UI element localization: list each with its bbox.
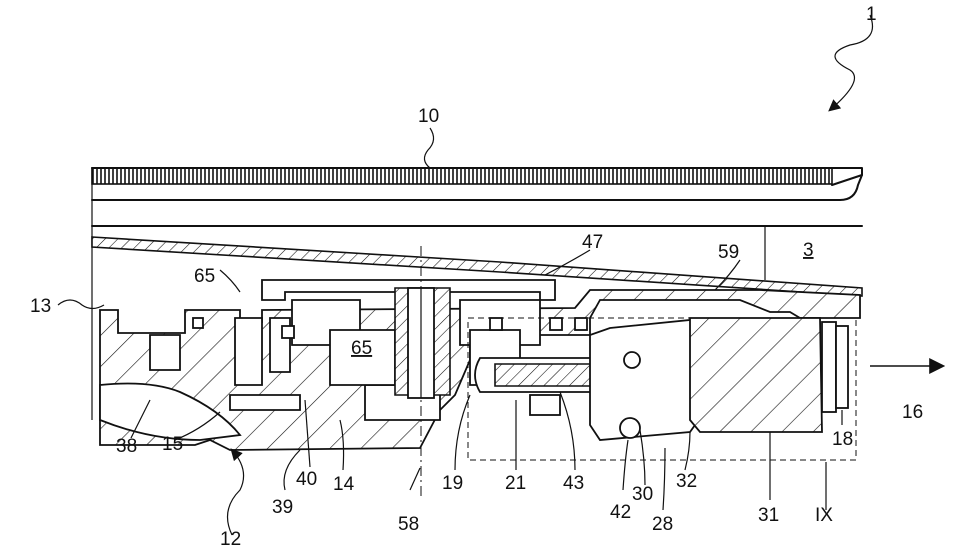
label-30: 30 xyxy=(632,484,653,505)
reference-numerals: 1 10 3 47 59 65 65 13 38 15 39 40 14 12 … xyxy=(30,4,923,550)
label-43: 43 xyxy=(563,473,584,494)
cylinder-body xyxy=(690,318,848,432)
label-42: 42 xyxy=(610,502,631,523)
label-15: 15 xyxy=(162,434,183,455)
arrow-12 xyxy=(228,450,244,535)
label-65-top: 65 xyxy=(194,266,215,287)
label-31: 31 xyxy=(758,505,779,526)
label-13: 13 xyxy=(30,296,51,317)
label-58: 58 xyxy=(398,514,419,535)
arrow-1 xyxy=(830,15,873,110)
label-1: 1 xyxy=(866,4,877,25)
label-16: 16 xyxy=(902,402,923,423)
label-14: 14 xyxy=(333,474,355,495)
label-12: 12 xyxy=(220,529,241,550)
label-39: 39 xyxy=(272,497,293,518)
label-IX: IX xyxy=(815,505,833,526)
label-28: 28 xyxy=(652,514,673,535)
label-38: 38 xyxy=(116,436,137,457)
label-10: 10 xyxy=(418,106,439,127)
label-47: 47 xyxy=(582,232,603,253)
label-40: 40 xyxy=(296,469,317,490)
label-32: 32 xyxy=(676,471,697,492)
label-21: 21 xyxy=(505,473,526,494)
label-19: 19 xyxy=(442,473,463,494)
label-3: 3 xyxy=(803,240,814,261)
label-59: 59 xyxy=(718,242,739,263)
label-18: 18 xyxy=(832,429,853,450)
label-65-mid: 65 xyxy=(351,338,372,359)
